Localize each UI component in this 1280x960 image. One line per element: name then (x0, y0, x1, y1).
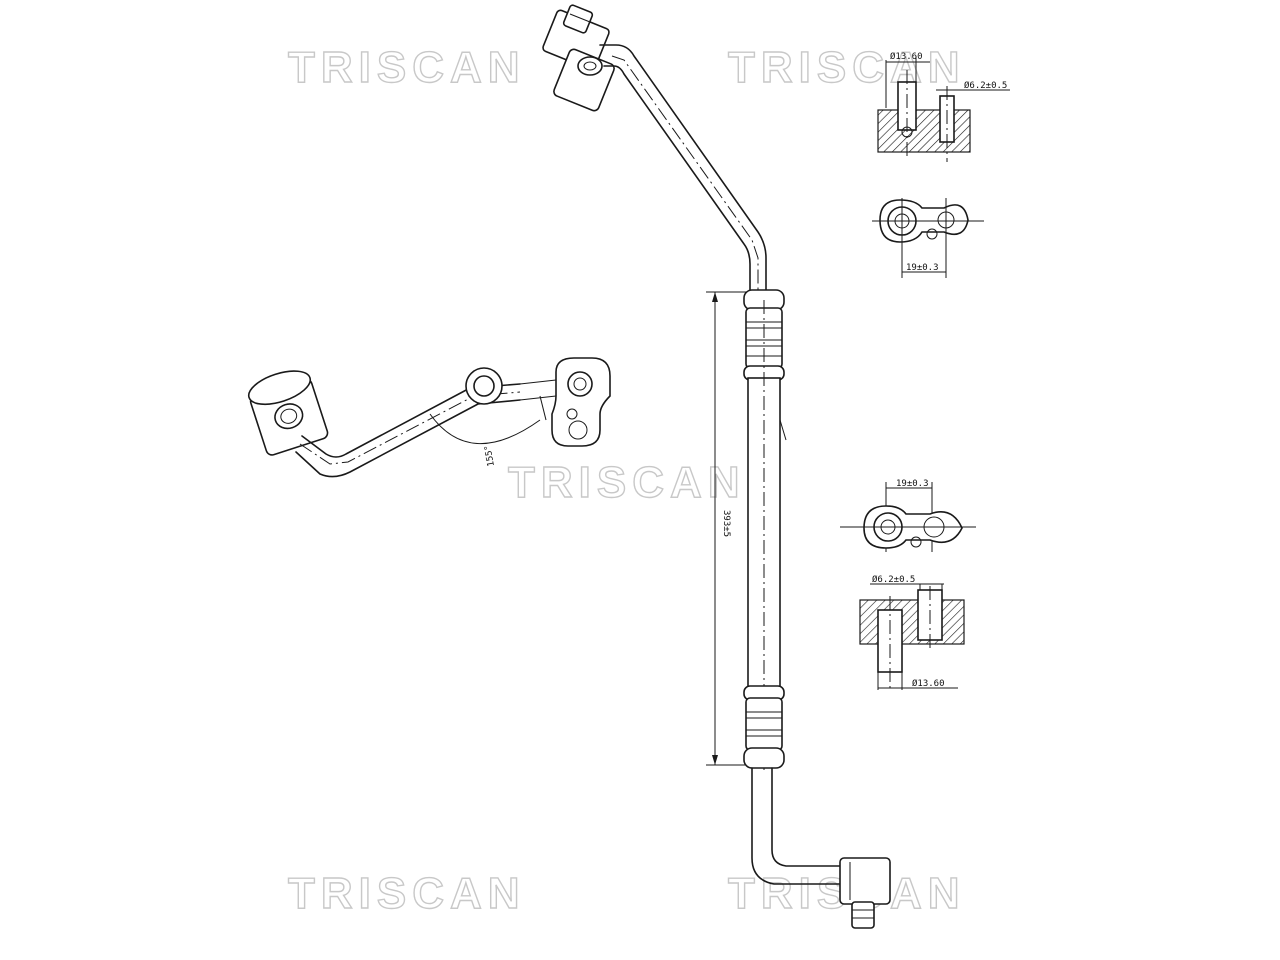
side-flange (551, 357, 611, 447)
bottom-fitting (839, 857, 891, 929)
top-fitting (542, 4, 615, 112)
side-angle-label: 155° (483, 444, 497, 467)
top-right-detail-section: Ø13.60 Ø6.2±0.5 19±0.3 (872, 51, 1010, 278)
lower-crimp (743, 685, 785, 769)
watermark-top-right: TRISCAN (728, 43, 966, 92)
top-hole-label: Ø6.2±0.5 (964, 80, 1007, 91)
watermark-group: TRISCAN TRISCAN TRISCAN TRISCAN TRISCAN (287, 42, 966, 918)
bottom-bore-label: Ø13.60 (912, 678, 945, 689)
watermark-bottom-left: TRISCAN (288, 869, 526, 918)
watermark-top-left: TRISCAN (288, 43, 526, 92)
length-dimension: 393±5 (706, 291, 746, 766)
side-view: 155° (247, 357, 611, 478)
pipe-length-label: 393±5 (721, 510, 731, 537)
bottom-hole-label: Ø6.2±0.5 (872, 574, 915, 585)
bottom-pitch-label: 19±0.3 (896, 479, 929, 489)
lower-right-detail-section: 19±0.3 Ø6.2±0.5 Ø13.60 (840, 479, 976, 690)
top-pitch-label: 19±0.3 (906, 263, 939, 273)
top-bore-label: Ø13.60 (890, 51, 923, 62)
watermark-center: TRISCAN (508, 458, 746, 507)
main-pipe: 393±5 (542, 4, 891, 929)
